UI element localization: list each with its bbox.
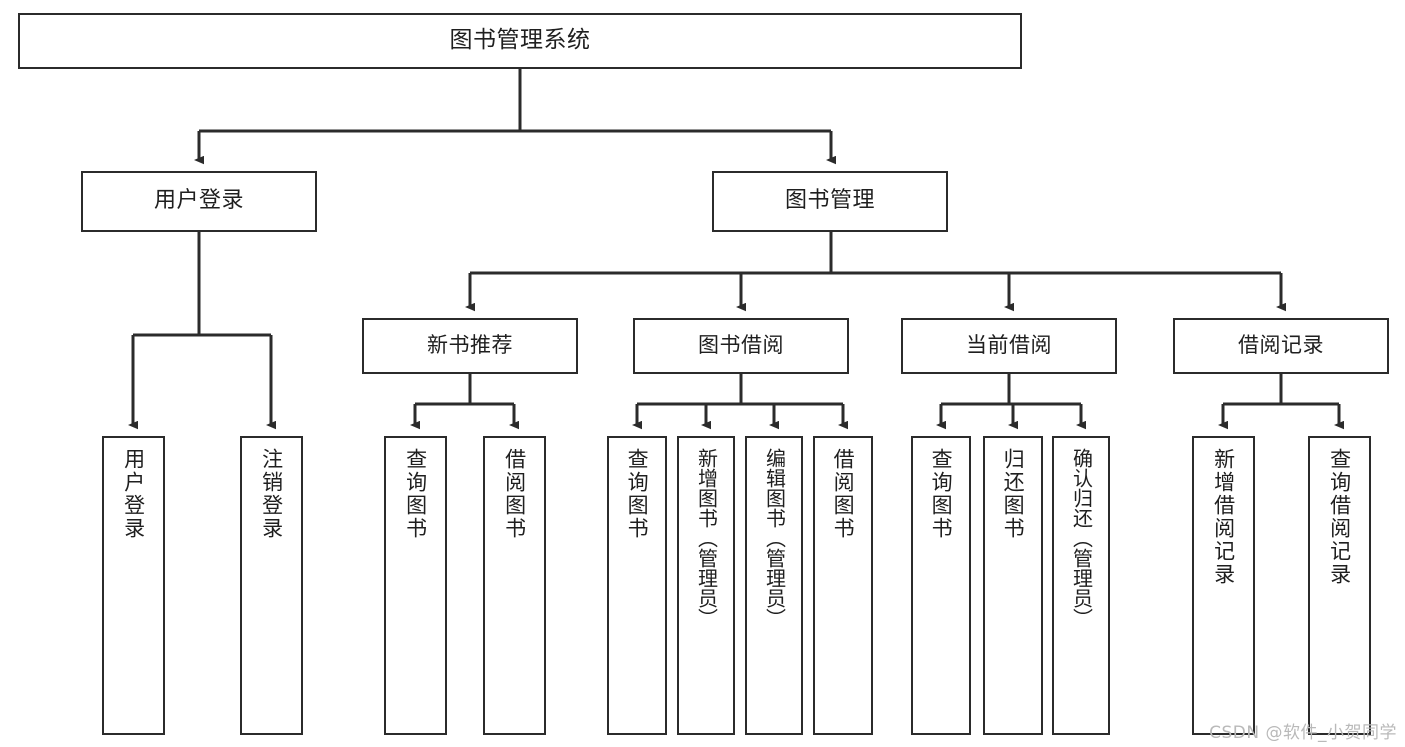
node-book-borrow[interactable]: 图书借阅 <box>633 318 849 374</box>
leaf-borrow-book-2-label: 借阅图书 <box>831 448 856 540</box>
leaf-add-borrow-record[interactable]: 新增借阅记录 <box>1192 436 1255 735</box>
leaf-borrow-book-1[interactable]: 借阅图书 <box>483 436 546 735</box>
leaf-query-book-1[interactable]: 查询图书 <box>384 436 447 735</box>
node-user-login[interactable]: 用户登录 <box>81 171 317 232</box>
node-borrow-record[interactable]: 借阅记录 <box>1173 318 1389 374</box>
node-root[interactable]: 图书管理系统 <box>18 13 1022 69</box>
leaf-edit-book-admin-label: 编辑图书（管理员） <box>762 448 787 628</box>
leaf-query-book-3[interactable]: 查询图书 <box>911 436 971 735</box>
node-book-manage-label: 图书管理 <box>784 188 875 214</box>
leaf-add-borrow-record-label: 新增借阅记录 <box>1211 448 1236 586</box>
node-new-book-recommend[interactable]: 新书推荐 <box>362 318 578 374</box>
leaf-edit-book-admin[interactable]: 编辑图书（管理员） <box>745 436 803 735</box>
leaf-user-login[interactable]: 用户登录 <box>102 436 165 735</box>
node-borrow-record-label: 借阅记录 <box>1238 333 1324 358</box>
leaf-return-book-label: 归还图书 <box>1001 448 1026 540</box>
node-book-manage[interactable]: 图书管理 <box>712 171 948 232</box>
leaf-query-borrow-record-label: 查询借阅记录 <box>1327 448 1352 586</box>
node-root-label: 图书管理系统 <box>449 27 591 54</box>
leaf-add-book-admin-label: 新增图书（管理员） <box>694 448 719 628</box>
node-current-borrow[interactable]: 当前借阅 <box>901 318 1117 374</box>
leaf-query-book-2[interactable]: 查询图书 <box>607 436 667 735</box>
node-new-book-recommend-label: 新书推荐 <box>427 333 513 358</box>
leaf-query-book-1-label: 查询图书 <box>403 448 428 540</box>
leaf-user-login-label: 用户登录 <box>121 448 146 540</box>
leaf-confirm-return-label: 确认归还（管理员） <box>1069 448 1094 628</box>
leaf-query-borrow-record[interactable]: 查询借阅记录 <box>1308 436 1371 735</box>
csdn-watermark: CSDN @软件_小贺同学 <box>1209 723 1397 743</box>
node-book-borrow-label: 图书借阅 <box>698 333 784 358</box>
node-current-borrow-label: 当前借阅 <box>966 333 1052 358</box>
leaf-query-book-2-label: 查询图书 <box>625 448 650 540</box>
leaf-add-book-admin[interactable]: 新增图书（管理员） <box>677 436 735 735</box>
leaf-logout-login-label: 注销登录 <box>259 448 284 540</box>
leaf-return-book[interactable]: 归还图书 <box>983 436 1043 735</box>
leaf-logout-login[interactable]: 注销登录 <box>240 436 303 735</box>
leaf-confirm-return[interactable]: 确认归还（管理员） <box>1052 436 1110 735</box>
leaf-borrow-book-2[interactable]: 借阅图书 <box>813 436 873 735</box>
node-user-login-label: 用户登录 <box>153 188 244 214</box>
leaf-query-book-3-label: 查询图书 <box>929 448 954 540</box>
leaf-borrow-book-1-label: 借阅图书 <box>502 448 527 540</box>
